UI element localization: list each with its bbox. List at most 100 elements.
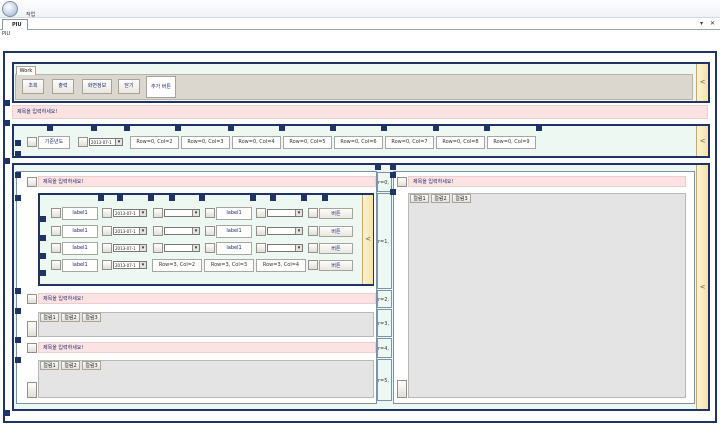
row-selector[interactable] xyxy=(27,343,37,353)
row-selector[interactable] xyxy=(102,226,112,236)
row-selector[interactable] xyxy=(205,243,215,253)
grid-column-header[interactable]: 컬럼2 xyxy=(61,313,80,322)
document-tab-label: PIU xyxy=(12,22,22,28)
base-year-date-picker[interactable]: 2013-07-1▾ xyxy=(89,138,123,146)
row-selector[interactable] xyxy=(102,208,112,218)
grid-column-header[interactable]: 컬럼2 xyxy=(61,361,80,370)
chevron-down-icon[interactable]: ▾ xyxy=(139,210,146,216)
grid-cell[interactable]: Row=0, Col=6 xyxy=(334,136,383,149)
work-tab[interactable]: Work xyxy=(16,66,36,75)
close-button[interactable]: 닫기 xyxy=(118,79,140,94)
action-button[interactable]: 버튼 xyxy=(319,243,353,254)
row-selector[interactable] xyxy=(153,208,163,218)
row-selector[interactable] xyxy=(153,226,163,236)
combo-box[interactable]: ▾ xyxy=(164,244,200,252)
row-selector[interactable] xyxy=(51,226,61,236)
grid-cell[interactable]: Row=3, Col=4 xyxy=(256,259,306,272)
row-selector[interactable] xyxy=(102,243,112,253)
chevron-down-icon[interactable]: ▾ xyxy=(139,262,146,268)
grid-cell[interactable]: Row=0, Col=3 xyxy=(181,136,230,149)
row-selector[interactable] xyxy=(27,294,37,304)
grid-cell[interactable]: Row=0, Col=7 xyxy=(385,136,434,149)
side-cell[interactable]: r=0, C xyxy=(377,172,392,192)
side-cell[interactable]: r=1, C xyxy=(377,193,392,289)
row-selector[interactable] xyxy=(205,226,215,236)
combo-box[interactable]: ▾ xyxy=(267,244,303,252)
row-selector[interactable] xyxy=(153,243,163,253)
date-picker[interactable]: 2013-07-1▾ xyxy=(113,261,147,269)
row-selector[interactable] xyxy=(256,226,266,236)
chevron-down-icon[interactable]: ▾ xyxy=(295,245,302,251)
row-selector[interactable] xyxy=(51,208,61,218)
row-selector[interactable] xyxy=(308,260,318,270)
layout-marker xyxy=(15,337,21,343)
action-button[interactable]: 버튼 xyxy=(319,226,353,237)
combo-box[interactable]: ▾ xyxy=(267,209,303,217)
print-button[interactable]: 출력 xyxy=(52,79,74,94)
row-selector[interactable] xyxy=(27,137,37,147)
row-selector[interactable] xyxy=(102,260,112,270)
grid-cell[interactable]: Row=0, Col=9 xyxy=(487,136,536,149)
condition-collapse-handle[interactable]: < xyxy=(696,126,708,156)
chevron-down-icon[interactable]: ▾ xyxy=(192,245,199,251)
app-menu-button[interactable] xyxy=(2,1,18,17)
document-tab[interactable]: PIU xyxy=(2,19,28,30)
chevron-down-icon[interactable]: ▾ xyxy=(295,228,302,234)
grid-column-header[interactable]: 컬럼1 xyxy=(410,194,429,203)
chevron-down-icon[interactable]: ▾ xyxy=(192,210,199,216)
row-selector[interactable] xyxy=(308,243,318,253)
side-cell[interactable]: r=3, C xyxy=(377,309,392,337)
action-button[interactable]: 버튼 xyxy=(319,260,353,271)
right-grid[interactable] xyxy=(408,193,686,398)
form-collapse-handle[interactable]: < xyxy=(362,195,373,284)
grid-cell[interactable]: Row=3, Col=3 xyxy=(204,259,254,272)
row-selector[interactable] xyxy=(27,382,37,398)
tab-dropdown-icon[interactable]: ▾ xyxy=(700,20,704,27)
row-selector[interactable] xyxy=(205,208,215,218)
toolbar-collapse-handle[interactable]: < xyxy=(696,64,708,101)
grid-column-header[interactable]: 컬럼3 xyxy=(452,194,471,203)
row-selector[interactable] xyxy=(256,243,266,253)
side-cell[interactable]: r=4, C xyxy=(377,338,392,358)
chevron-down-icon[interactable]: ▾ xyxy=(192,228,199,234)
search-button[interactable]: 조회 xyxy=(22,79,44,94)
row-selector[interactable] xyxy=(78,137,88,147)
grid-cell[interactable]: Row=0, Col=4 xyxy=(232,136,281,149)
grid-column-header[interactable]: 컬럼2 xyxy=(431,194,450,203)
grid-column-header[interactable]: 컬럼1 xyxy=(40,313,59,322)
date-picker[interactable]: 2013-07-1▾ xyxy=(113,227,147,235)
date-picker[interactable]: 2013-07-1▾ xyxy=(113,244,147,252)
tab-close-icon[interactable]: ✕ xyxy=(710,20,716,27)
row-selector[interactable] xyxy=(397,380,407,398)
content-collapse-handle[interactable]: < xyxy=(696,165,708,409)
row-selector[interactable] xyxy=(256,208,266,218)
grid-cell[interactable]: Row=0, Col=8 xyxy=(436,136,485,149)
chevron-down-icon[interactable]: ▾ xyxy=(139,245,146,251)
row-selector[interactable] xyxy=(27,177,37,187)
row-selector[interactable] xyxy=(308,226,318,236)
combo-box[interactable]: ▾ xyxy=(164,227,200,235)
grid-column-header[interactable]: 컬럼3 xyxy=(82,361,101,370)
side-cell[interactable]: r=5, C xyxy=(377,359,392,401)
grid-cell[interactable]: Row=0, Col=2 xyxy=(130,136,179,149)
grid-cell[interactable]: Row=3, Col=2 xyxy=(152,259,202,272)
grid-column-header[interactable]: 컬럼1 xyxy=(40,361,59,370)
combo-box[interactable]: ▾ xyxy=(164,209,200,217)
side-cell[interactable]: r=2, C xyxy=(377,290,392,308)
row-selector[interactable] xyxy=(27,321,37,337)
row-selector[interactable] xyxy=(397,177,407,187)
row-selector[interactable] xyxy=(308,208,318,218)
chevron-down-icon[interactable]: ▾ xyxy=(139,228,146,234)
row-selector[interactable] xyxy=(51,260,61,270)
action-button[interactable]: 버튼 xyxy=(319,208,353,219)
grid-column-header[interactable]: 컬럼3 xyxy=(82,313,101,322)
chevron-down-icon[interactable]: ▾ xyxy=(115,139,122,145)
add-button[interactable]: 추가 버튼 xyxy=(146,76,176,98)
menu-item-work[interactable]: 작업 xyxy=(26,12,36,18)
row-selector[interactable] xyxy=(51,243,61,253)
grid-cell[interactable]: Row=0, Col=5 xyxy=(283,136,332,149)
chevron-down-icon[interactable]: ▾ xyxy=(295,210,302,216)
date-picker[interactable]: 2013-07-1▾ xyxy=(113,209,147,217)
screen-info-button[interactable]: 화면정보 xyxy=(82,79,112,94)
combo-box[interactable]: ▾ xyxy=(267,227,303,235)
